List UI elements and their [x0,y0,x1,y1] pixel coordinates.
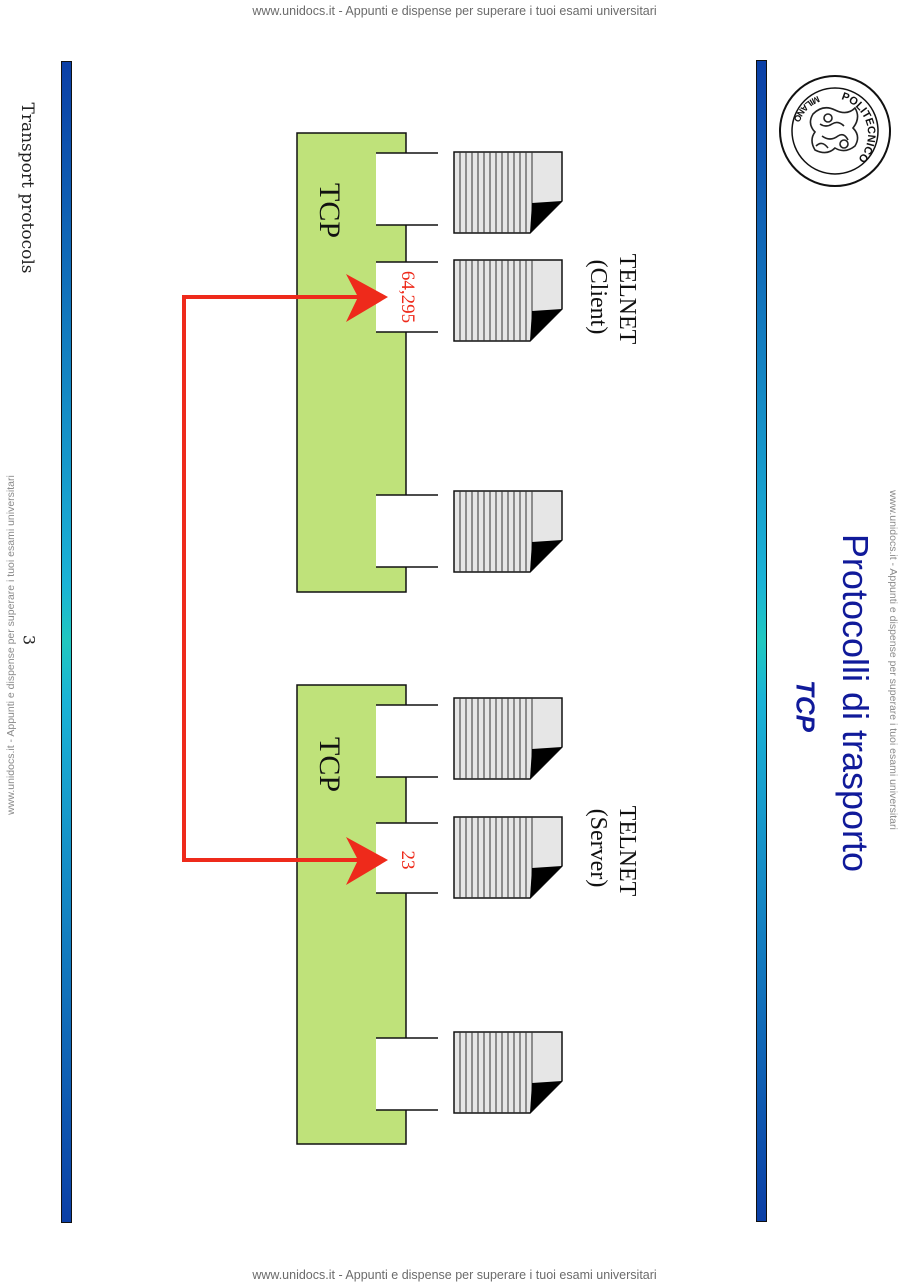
left-gradient-bar [61,61,72,1223]
application-document-icon [453,490,563,573]
application-document-icon [453,1031,563,1114]
server-port-3 [376,1037,438,1111]
application-document-icon [453,816,563,899]
application-document-icon [453,259,563,342]
politecnico-logo: POLITECNICO MILANO [779,75,891,187]
application-document-icon [453,151,563,234]
server-port-number: 23 [397,851,418,870]
client-tcp-label: TCP [313,183,346,238]
application-document-icon [453,697,563,780]
right-gradient-bar [756,60,767,1222]
server-port-1 [376,704,438,778]
server-tcp-label: TCP [313,737,346,792]
server-app-name: TELNET [614,806,640,897]
watermark-bottom: www.unidocs.it - Appunti e dispense per … [252,1268,657,1282]
client-app-role: (Client) [585,260,611,335]
server-app-role: (Server) [585,809,611,888]
watermark-top: www.unidocs.it - Appunti e dispense per … [252,4,657,18]
connection-arrow [182,274,388,885]
client-port-number: 64,295 [397,271,418,323]
client-port-1 [376,152,438,226]
client-app-name: TELNET [614,254,640,345]
client-port-3 [376,494,438,568]
